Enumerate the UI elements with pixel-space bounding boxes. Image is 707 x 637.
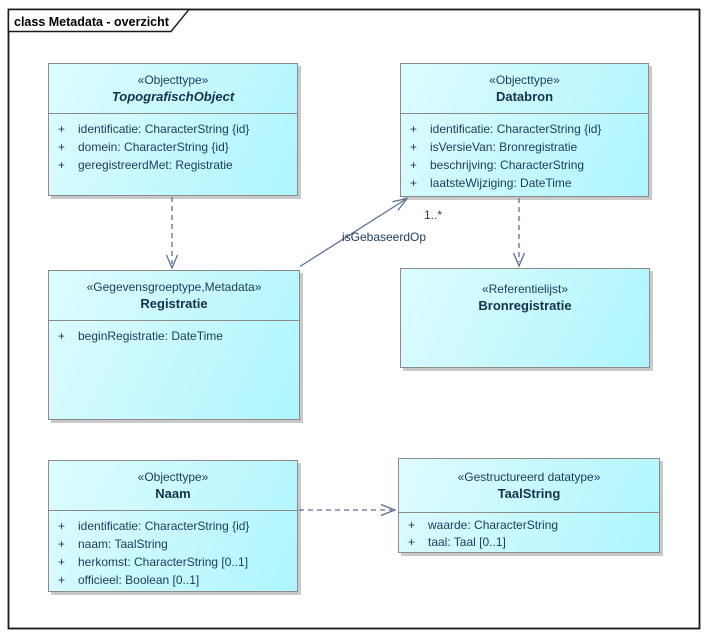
association-name-label: isGebaseerdOp (342, 230, 426, 244)
association-isgebaseerdop[interactable]: isGebaseerdOp 1..* (299, 197, 442, 268)
dependency-arrow-naam-taalstring[interactable] (299, 503, 397, 517)
dependency-arrow-topografischobject-registratie[interactable] (165, 197, 179, 270)
attribute-row: + officieel: Boolean [0..1] (58, 573, 200, 587)
attribute-row: + laatsteWijziging: DateTime (410, 176, 572, 190)
attribute-row: + taal: Taal [0..1] (408, 535, 506, 549)
class-header: «Referentielijst» Bronregistratie (401, 269, 649, 329)
attribute-row: + identificatie: CharacterString {id} (410, 122, 602, 136)
attribute-compartment: + identificatie: CharacterString {id} + … (49, 114, 297, 174)
association-multiplicity-label: 1..* (424, 208, 442, 222)
class-header: «Objecttype» TopografischObject (49, 64, 297, 114)
diagram-frame-tab (7, 8, 191, 33)
class-header: «Gegevensgroeptype,Metadata» Registratie (49, 271, 299, 321)
attribute-row: + identificatie: CharacterString {id} (58, 122, 250, 136)
dependency-arrow-databron-bronregistratie[interactable] (512, 198, 526, 268)
class-header: «Objecttype» Naam (49, 461, 297, 511)
class-box-topografisch-object[interactable]: «Objecttype» TopografischObject + identi… (48, 63, 298, 196)
attribute-row: + waarde: CharacterString (408, 518, 559, 532)
attribute-row: + isVersieVan: Bronregistratie (410, 140, 578, 154)
attribute-row: + domein: CharacterString {id} (58, 140, 229, 154)
stereotype-label: «Objecttype» (137, 72, 209, 87)
stereotype-label: «Objecttype» (489, 72, 560, 87)
stereotype-label: «Referentielijst» (481, 282, 569, 296)
frame-title: class Metadata - overzicht (14, 15, 170, 29)
attribute-compartment: + waarde: CharacterString + taal: Taal [… (399, 513, 659, 551)
attribute-row: + beginRegistratie: DateTime (58, 329, 223, 343)
class-box-databron[interactable]: «Objecttype» Databron + identificatie: C… (400, 63, 649, 197)
stereotype-label: «Objecttype» (137, 469, 209, 484)
class-header: «Objecttype» Databron (401, 64, 648, 114)
class-box-registratie[interactable]: «Gegevensgroeptype,Metadata» Registratie… (48, 270, 300, 420)
attribute-row: + beschrijving: CharacterString (410, 158, 585, 172)
class-name-label: Bronregistratie (478, 298, 572, 313)
stereotype-label: «Gestructureerd datatype» (457, 469, 601, 484)
class-name-label: Naam (155, 485, 191, 501)
class-name-label: Registratie (140, 295, 208, 311)
attribute-row: + herkomst: CharacterString [0..1] (58, 555, 249, 569)
class-name-label: Databron (495, 88, 554, 104)
attribute-row: + geregistreerdMet: Registratie (58, 158, 233, 172)
class-header: «Gestructureerd datatype» TaalString (399, 459, 659, 513)
attribute-compartment: + identificatie: CharacterString {id} + … (401, 114, 648, 192)
class-name-label: TaalString (497, 485, 561, 501)
class-box-naam[interactable]: «Objecttype» Naam + identificatie: Chara… (48, 460, 298, 592)
class-box-bronregistratie[interactable]: «Referentielijst» Bronregistratie (400, 268, 650, 368)
attribute-row: + naam: TaalString (58, 537, 168, 551)
attribute-compartment: + identificatie: CharacterString {id} + … (49, 511, 297, 589)
attribute-compartment: + beginRegistratie: DateTime (49, 321, 299, 345)
class-name-label: TopografischObject (111, 88, 235, 104)
class-box-taalstring[interactable]: «Gestructureerd datatype» TaalString + w… (398, 458, 660, 553)
attribute-row: + identificatie: CharacterString {id} (58, 519, 250, 533)
stereotype-label: «Gegevensgroeptype,Metadata» (86, 279, 262, 294)
